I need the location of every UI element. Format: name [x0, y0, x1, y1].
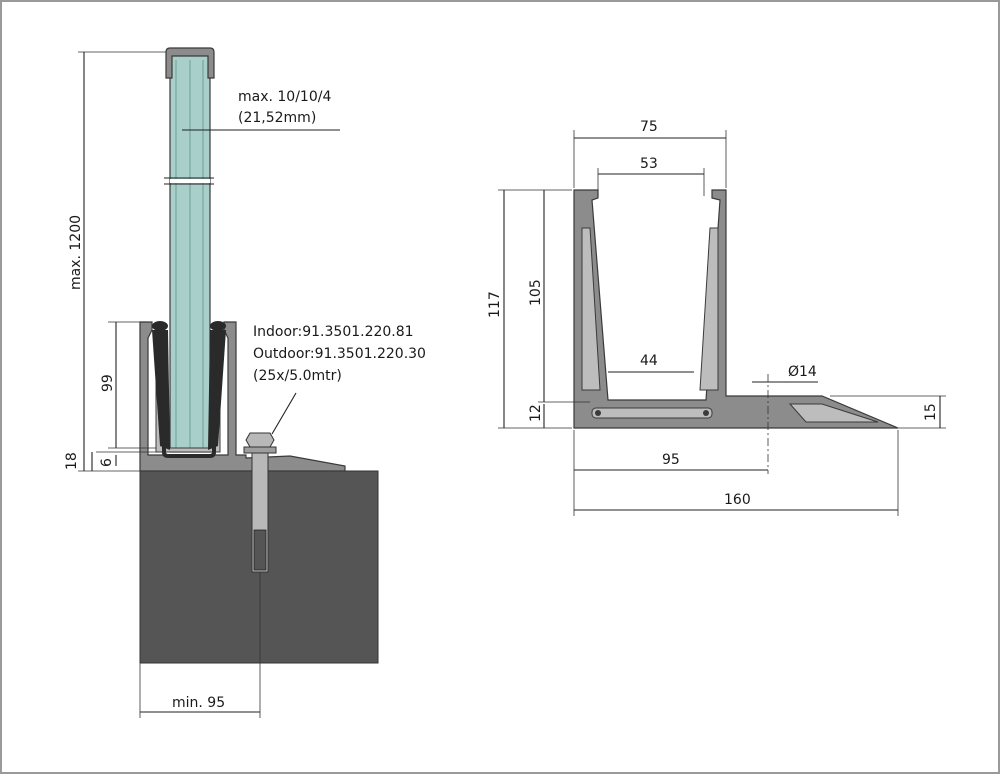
gasket-right — [210, 321, 226, 331]
hole-diameter-label: Ø14 — [788, 364, 817, 380]
profile-height-label: 99 — [100, 374, 116, 392]
base-thickness-label: 12 — [528, 404, 544, 422]
top-cap — [165, 47, 215, 79]
inner-height-label: 105 — [528, 279, 544, 306]
hollow-base — [591, 407, 713, 419]
base-height-label: 18 — [64, 452, 80, 470]
article-line1: Indoor:91.3501.220.81 — [253, 324, 414, 340]
break-gap — [170, 179, 210, 183]
article-leader — [271, 392, 297, 435]
bottom-rubber — [162, 440, 216, 458]
rubber-wedge-left — [152, 330, 170, 450]
article-line3: (25x/5.0mtr) — [253, 368, 342, 384]
top-width-label: 75 — [640, 119, 658, 135]
bottom-inner-width-label: 44 — [640, 353, 658, 369]
hollow-right — [699, 227, 719, 391]
hollow-left — [581, 227, 601, 391]
left-view: max. 1200 99 18 6 max. 10/10/4 (21,52mm)… — [64, 47, 426, 718]
flange-height-label: 15 — [923, 403, 939, 421]
bolt-head — [245, 432, 275, 448]
glass-note-line1: max. 10/10/4 — [238, 89, 331, 105]
screw-channel — [595, 410, 601, 416]
rubber-wedge-right — [208, 330, 226, 450]
article-line2: Outdoor:91.3501.220.30 — [253, 346, 426, 362]
screw-channel — [703, 410, 709, 416]
height-label: max. 1200 — [68, 215, 84, 290]
bottom-offset-label: 6 — [99, 458, 115, 467]
inner-width-label: 53 — [640, 156, 658, 172]
min-edge-label: min. 95 — [172, 695, 225, 711]
anchor-sleeve — [253, 529, 267, 571]
profile-section — [573, 189, 899, 429]
gasket-left — [152, 321, 168, 331]
glass-note-line2: (21,52mm) — [238, 110, 316, 126]
right-view: 75 53 44 Ø14 117 105 12 15 95 — [487, 119, 946, 516]
washer — [243, 446, 277, 454]
hollow-flange — [788, 403, 879, 423]
total-height-label: 117 — [487, 291, 503, 318]
hole-offset-label: 95 — [662, 452, 680, 468]
total-width-label: 160 — [724, 492, 751, 508]
